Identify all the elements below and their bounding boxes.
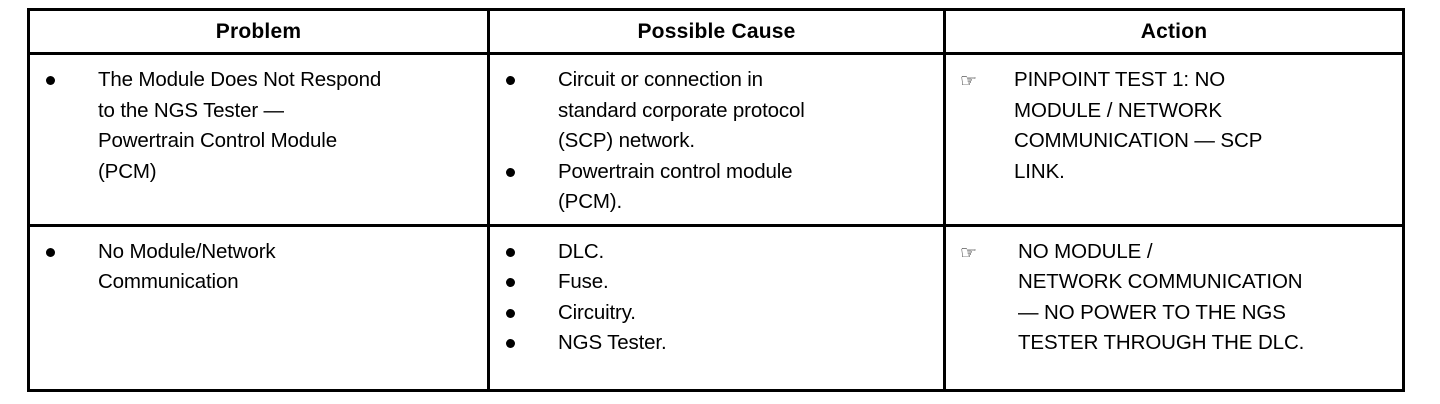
cell-content: ☞ PINPOINT TEST 1: NO MODULE / NETWORK C…: [946, 55, 1402, 193]
action-text: NO MODULE / NETWORK COMMUNICATION — NO P…: [1018, 239, 1305, 355]
problem-bullet-list: No Module/Network Communication: [40, 237, 477, 298]
cell-content: ☞ NO MODULE / NETWORK COMMUNICATION — NO…: [946, 227, 1402, 365]
list-item-text: Circuit or connection in standard corpor…: [558, 68, 805, 152]
cell-action-row-2: ☞ NO MODULE / NETWORK COMMUNICATION — NO…: [943, 223, 1405, 392]
column-header-action-label: Action: [1140, 19, 1208, 43]
cell-content: The Module Does Not Respond to the NGS T…: [30, 55, 487, 193]
bullet-icon: [46, 76, 55, 85]
table-row: No Module/Network Communication DLC.: [27, 223, 1405, 392]
list-item: DLC.: [500, 237, 933, 268]
bullet-icon: [46, 247, 55, 257]
bullet-icon: [506, 308, 515, 318]
cell-content: DLC. Fuse. Circuitry.: [490, 227, 943, 365]
column-header-possible-cause-label: Possible Cause: [637, 19, 796, 43]
list-item-text: Powertrain control module (PCM).: [558, 159, 793, 214]
table-row: The Module Does Not Respond to the NGS T…: [27, 52, 1405, 227]
bullet-icon: [506, 167, 515, 177]
cause-bullet-list: Circuit or connection in standard corpor…: [500, 65, 933, 218]
action-entry: ☞ NO MODULE / NETWORK COMMUNICATION — NO…: [956, 237, 1392, 359]
cell-action-row-1: ☞ PINPOINT TEST 1: NO MODULE / NETWORK C…: [943, 52, 1405, 227]
diagnostic-table: Problem Possible Cause Action: [27, 8, 1405, 392]
list-item: Powertrain control module (PCM).: [500, 157, 933, 218]
table-header: Problem Possible Cause Action: [27, 8, 1405, 55]
table-body: The Module Does Not Respond to the NGS T…: [27, 52, 1405, 392]
column-header-possible-cause: Possible Cause: [487, 8, 946, 55]
cell-content: No Module/Network Communication: [30, 227, 487, 304]
cell-problem-row-2: No Module/Network Communication: [27, 223, 490, 392]
problem-bullet-list: The Module Does Not Respond to the NGS T…: [40, 65, 477, 187]
bullet-icon: [506, 76, 515, 85]
action-text: PINPOINT TEST 1: NO MODULE / NETWORK COM…: [1014, 68, 1263, 183]
list-item: No Module/Network Communication: [40, 237, 477, 298]
list-item: Fuse.: [500, 267, 933, 298]
header-row: Problem Possible Cause Action: [27, 8, 1405, 55]
list-item-text: Fuse.: [558, 270, 609, 293]
list-item-text: NGS Tester.: [558, 331, 667, 354]
cell-content: Circuit or connection in standard corpor…: [490, 55, 943, 224]
list-item-text: DLC.: [558, 239, 605, 263]
column-header-problem: Problem: [27, 8, 490, 55]
bullet-icon: [506, 339, 515, 348]
column-header-action: Action: [943, 8, 1405, 55]
column-header-problem-label: Problem: [215, 19, 302, 43]
cause-bullet-list: DLC. Fuse. Circuitry.: [500, 237, 933, 359]
list-item: NGS Tester.: [500, 328, 933, 359]
action-entry: ☞ PINPOINT TEST 1: NO MODULE / NETWORK C…: [956, 65, 1392, 187]
bullet-icon: [506, 247, 515, 257]
pointing-hand-icon: ☞: [960, 70, 978, 92]
cell-possible-cause-row-1: Circuit or connection in standard corpor…: [487, 52, 946, 227]
list-item: Circuit or connection in standard corpor…: [500, 65, 933, 157]
cell-possible-cause-row-2: DLC. Fuse. Circuitry.: [487, 223, 946, 392]
list-item-text: Circuitry.: [558, 300, 636, 324]
list-item-text: No Module/Network Communication: [98, 239, 276, 294]
list-item: Circuitry.: [500, 298, 933, 329]
list-item-text: The Module Does Not Respond to the NGS T…: [98, 68, 382, 183]
cell-problem-row-1: The Module Does Not Respond to the NGS T…: [27, 52, 490, 227]
list-item: The Module Does Not Respond to the NGS T…: [40, 65, 477, 187]
pointing-hand-icon: ☞: [960, 241, 978, 264]
bullet-icon: [506, 278, 515, 287]
